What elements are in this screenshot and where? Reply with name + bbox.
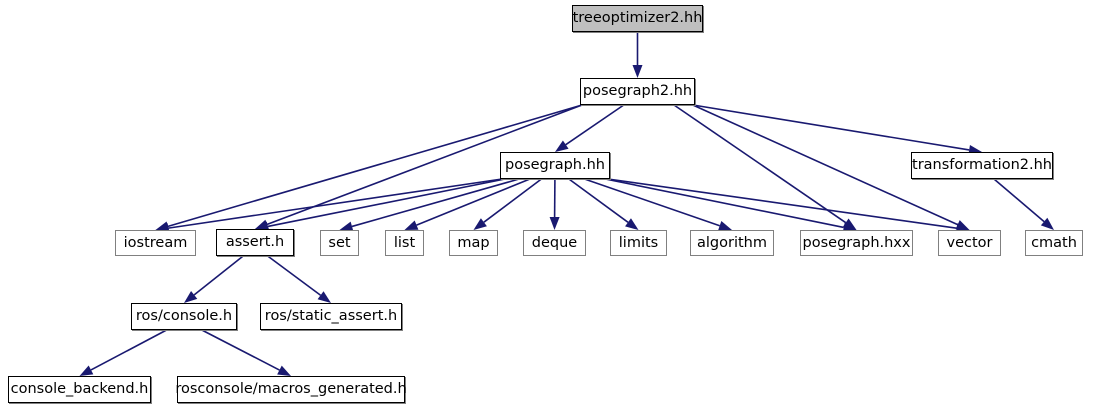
graph-node-label: ros/static_assert.h <box>264 308 398 325</box>
graph-node-rosstaticassert[interactable]: ros/static_assert.h <box>260 303 402 330</box>
graph-node-treeoptimizer2[interactable]: treeoptimizer2.hh <box>572 5 703 32</box>
graph-node-label: assert.h <box>225 234 285 251</box>
graph-node-limits[interactable]: limits <box>610 230 667 256</box>
graph-node-label: algorithm <box>697 234 767 251</box>
graph-node-deque[interactable]: deque <box>523 230 586 256</box>
graph-node-label: posegraph.hxx <box>802 234 911 251</box>
graph-edge-posegraph2-to-posegraph <box>555 104 625 152</box>
graph-edge-posegraph-to-map <box>473 178 542 230</box>
graph-node-label: iostream <box>123 234 188 251</box>
graph-node-map[interactable]: map <box>449 230 498 256</box>
graph-node-iostream[interactable]: iostream <box>115 230 196 256</box>
graph-node-transformation2[interactable]: transformation2.hh <box>911 152 1053 179</box>
graph-edge-posegraph-to-deque <box>549 178 560 230</box>
graph-node-label: map <box>457 234 490 251</box>
graph-node-label: vector <box>946 234 993 251</box>
graph-edge-assert-to-rosstaticassert <box>267 255 331 303</box>
graph-node-label: treeoptimizer2.hh <box>572 10 703 27</box>
graph-edge-assert-to-rosconsoleh <box>184 255 244 303</box>
graph-node-label: posegraph.hh <box>505 157 605 174</box>
graph-node-posegraphhxx[interactable]: posegraph.hxx <box>800 230 913 256</box>
graph-node-set[interactable]: set <box>320 230 359 256</box>
graph-edge-treeoptimizer2-to-posegraph2 <box>632 32 643 78</box>
graph-node-label: console_backend.h <box>10 381 149 398</box>
graph-node-label: list <box>393 234 416 251</box>
graph-edge-posegraph-to-list <box>404 178 531 230</box>
graph-node-label: ros/console.h <box>135 308 233 325</box>
graph-edge-posegraph-to-algorithm <box>584 178 732 231</box>
graph-node-label: cmath <box>1031 234 1077 251</box>
graph-node-posegraph[interactable]: posegraph.hh <box>500 152 610 179</box>
graph-edge-transformation2-to-cmath <box>993 178 1054 230</box>
graph-node-label: transformation2.hh <box>912 157 1052 174</box>
graph-edge-posegraph-to-posegraphhxx <box>605 178 857 233</box>
graph-node-label: deque <box>531 234 578 251</box>
graph-node-vector[interactable]: vector <box>938 230 1001 256</box>
graph-node-algorithm[interactable]: algorithm <box>690 230 774 256</box>
graph-node-macrosgenerated[interactable]: rosconsole/macros_generated.h <box>175 376 407 403</box>
graph-edge-posegraph-to-limits <box>568 178 639 230</box>
graph-node-label: set <box>328 234 351 251</box>
graph-node-label: posegraph2.hh <box>582 83 693 100</box>
graph-node-label: rosconsole/macros_generated.h <box>175 381 407 398</box>
graph-node-list[interactable]: list <box>385 230 424 256</box>
graph-edge-posegraph-to-iostream <box>155 178 503 234</box>
graph-node-rosconsoleh[interactable]: ros/console.h <box>131 303 237 330</box>
graph-edge-posegraph-to-assert <box>255 178 506 232</box>
graph-node-posegraph2[interactable]: posegraph2.hh <box>580 78 695 105</box>
graph-edge-rosconsoleh-to-consolebackend <box>79 329 167 376</box>
graph-node-consolebackend[interactable]: console_backend.h <box>8 376 151 403</box>
graph-node-cmath[interactable]: cmath <box>1025 230 1083 256</box>
graph-edge-posegraph-to-set <box>339 178 520 232</box>
graph-node-label: limits <box>618 234 659 251</box>
graph-node-assert[interactable]: assert.h <box>216 229 294 256</box>
graph-edge-rosconsoleh-to-macrosgenerated <box>201 329 291 376</box>
